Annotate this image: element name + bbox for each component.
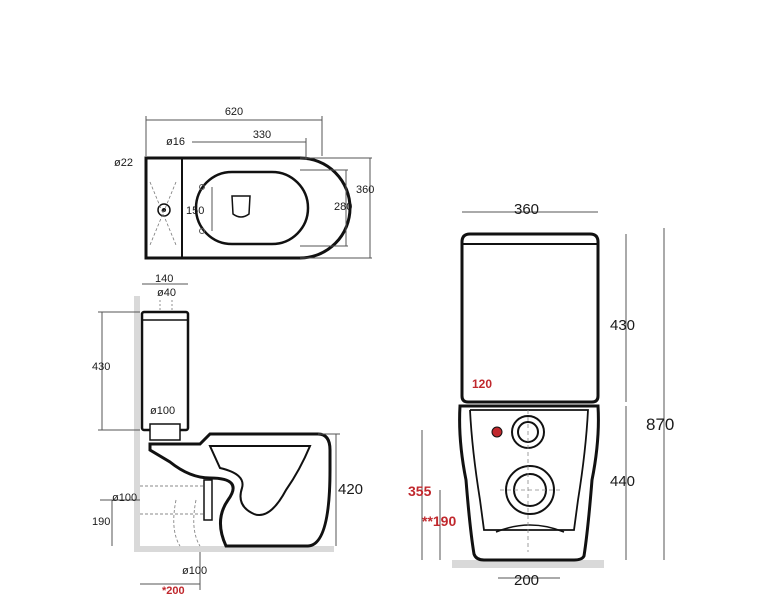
- front-dim-360-label: 360: [514, 201, 539, 218]
- dim-16-label: ø16: [166, 136, 185, 148]
- dim-280-label: 280: [334, 201, 352, 213]
- cistern-dash-line-2: [149, 181, 177, 246]
- cistern-hole-inner: [162, 208, 166, 212]
- front-dim-190-label: **190: [422, 513, 456, 529]
- side-bowl-inner: [208, 445, 312, 516]
- side-waste-pipe: [140, 485, 206, 547]
- side-dim-floor-waste-label: ø100: [182, 565, 207, 577]
- side-view: 140 ø40 430 ø100 ø100 190 420 ø100 *200: [92, 273, 363, 597]
- front-dim-870-label: 870: [646, 415, 674, 434]
- front-view: 360 430 870 440 120 355 **190 200: [408, 201, 674, 589]
- side-waste-collar: [203, 479, 213, 521]
- side-dim-waste-label: ø100: [112, 492, 137, 504]
- front-dim-355-label: 355: [408, 483, 432, 499]
- front-waste-ring: [505, 465, 555, 515]
- fixing-hole-bottom: [199, 228, 205, 234]
- side-cistern-base: [149, 423, 181, 441]
- outlet-shape: [231, 195, 251, 218]
- dim-150-label: 150: [186, 205, 204, 217]
- front-small-marker: [491, 426, 503, 438]
- side-dim-140-label: 140: [155, 273, 173, 285]
- front-dim-430-label: 430: [610, 317, 635, 334]
- dim-330-label: 330: [253, 129, 271, 141]
- dim-620-label: 620: [225, 106, 243, 118]
- front-bowl: [458, 404, 600, 562]
- side-dim-190-label: 190: [92, 516, 110, 528]
- front-dim-200-label: 200: [514, 572, 539, 589]
- cistern-dash-line: [149, 181, 177, 246]
- dim-360-label: 360: [356, 184, 374, 196]
- front-dim-120-label: 120: [472, 377, 492, 391]
- fixing-hole-top: [199, 184, 205, 190]
- bowl-opening: [194, 170, 310, 246]
- side-dim-420-label: 420: [338, 481, 363, 498]
- front-bowl-foot: [495, 524, 565, 533]
- front-cistern: [460, 232, 600, 404]
- side-wall: [134, 296, 140, 550]
- side-bowl-outline: [148, 432, 332, 548]
- side-floor: [134, 546, 334, 552]
- top-view: 620 330 ø16 ø22 150 360 280: [114, 106, 374, 260]
- dim-22-label: ø22: [114, 157, 133, 169]
- front-dim-440-label: 440: [610, 473, 635, 490]
- side-dim-200-label: *200: [162, 585, 185, 597]
- side-dim-flush-label: ø100: [150, 405, 175, 417]
- front-floor: [452, 560, 604, 568]
- side-dim-430-label: 430: [92, 361, 110, 373]
- top-view-outline: [144, 156, 352, 260]
- side-dim-40-label: ø40: [157, 287, 176, 299]
- front-bowl-inner: [469, 409, 589, 531]
